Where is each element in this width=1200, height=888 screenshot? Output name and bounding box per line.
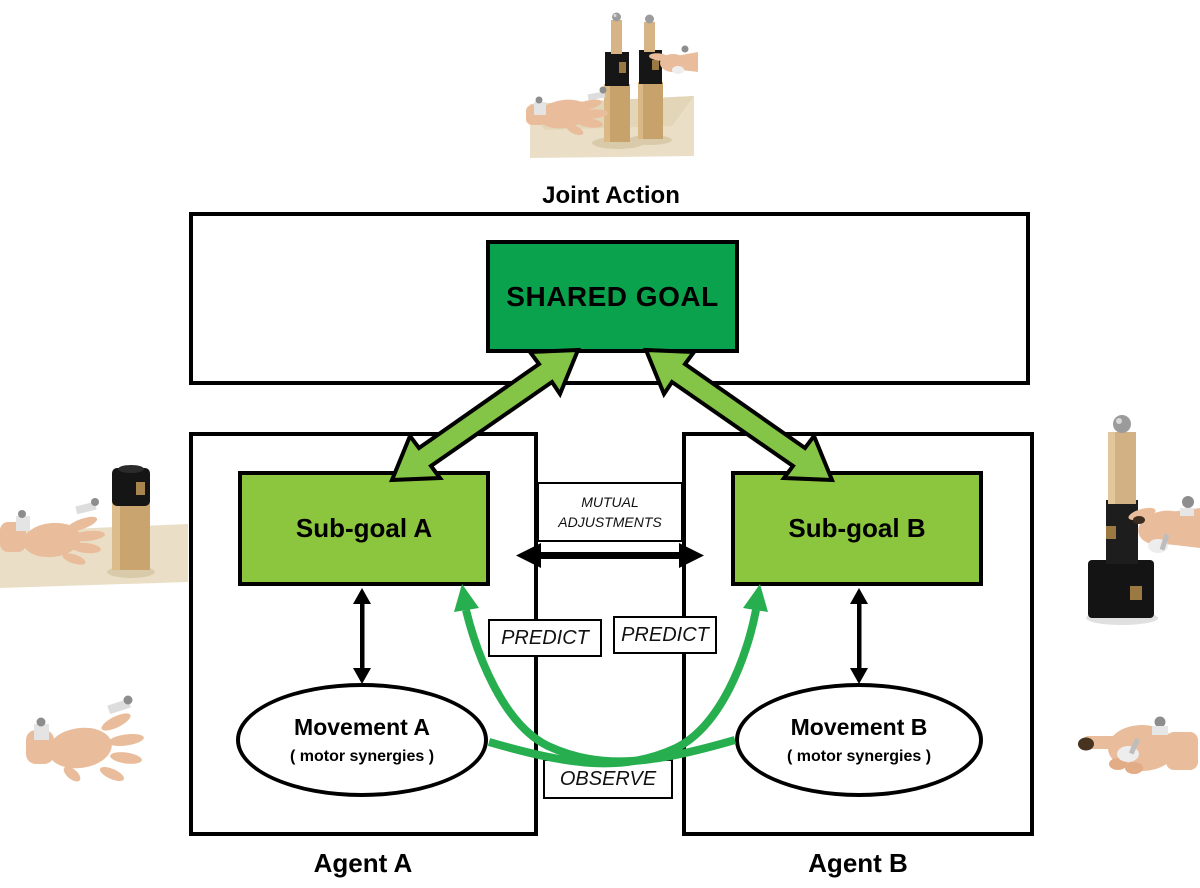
joint-action-label: Joint Action: [542, 182, 680, 209]
mutual-adjustments-line2: ADJUSTMENTS: [558, 514, 662, 530]
shared-goal-label: SHARED GOAL: [506, 280, 719, 312]
hand-pointing-finger-photo: [1078, 716, 1198, 774]
sub-goal-a-box: Sub-goal A: [238, 471, 490, 586]
wooden-tower-right: [638, 14, 663, 139]
observe-box: OBSERVE: [543, 759, 673, 799]
sub-goal-a-label: Sub-goal A: [295, 513, 433, 543]
mutual-adjustments-line1: MUTUAL: [581, 494, 639, 510]
mutual-adjustments-box: MUTUAL ADJUSTMENTS: [537, 482, 683, 542]
sub-goal-b-box: Sub-goal B: [731, 471, 983, 586]
left-hand: [526, 86, 608, 136]
right-hand: [649, 45, 698, 74]
reaching-hand: [0, 498, 105, 565]
movement-a-label: Movement A: [294, 714, 430, 740]
hand-reaching-cylinder-photo: [0, 465, 188, 588]
movement-b-ellipse: Movement B ( motor synergies ): [735, 683, 983, 797]
joint-action-photo: [526, 12, 698, 158]
movement-b-label: Movement B: [790, 714, 928, 740]
joint-action-frame: [189, 212, 1030, 385]
pinching-hand: [1128, 496, 1200, 553]
predict-left-label: PREDICT: [501, 626, 589, 649]
shared-goal-box: SHARED GOAL: [486, 240, 739, 353]
mutual-adjustments-arrow: [516, 543, 704, 568]
agent-b-label: Agent B: [808, 848, 908, 878]
wooden-tower-left: [604, 12, 630, 142]
open-hand: [26, 695, 144, 782]
hand-pinching-tower-photo: [1086, 415, 1200, 625]
predict-box-right: PREDICT: [613, 616, 717, 654]
movement-a-note: ( motor synergies ): [289, 748, 435, 765]
movement-b-note: ( motor synergies ): [786, 748, 932, 765]
movement-a-ellipse: Movement A ( motor synergies ): [236, 683, 488, 797]
cylinder: [107, 465, 155, 578]
observe-label: OBSERVE: [559, 767, 657, 790]
pointing-hand: [1078, 716, 1198, 774]
agent-a-label: Agent A: [313, 848, 413, 878]
predict-box-left: PREDICT: [488, 619, 602, 657]
sub-goal-b-label: Sub-goal B: [788, 513, 926, 543]
tall-tower: [1086, 415, 1158, 625]
predict-right-label: PREDICT: [621, 623, 709, 646]
open-hand-markers-photo: [26, 695, 144, 782]
